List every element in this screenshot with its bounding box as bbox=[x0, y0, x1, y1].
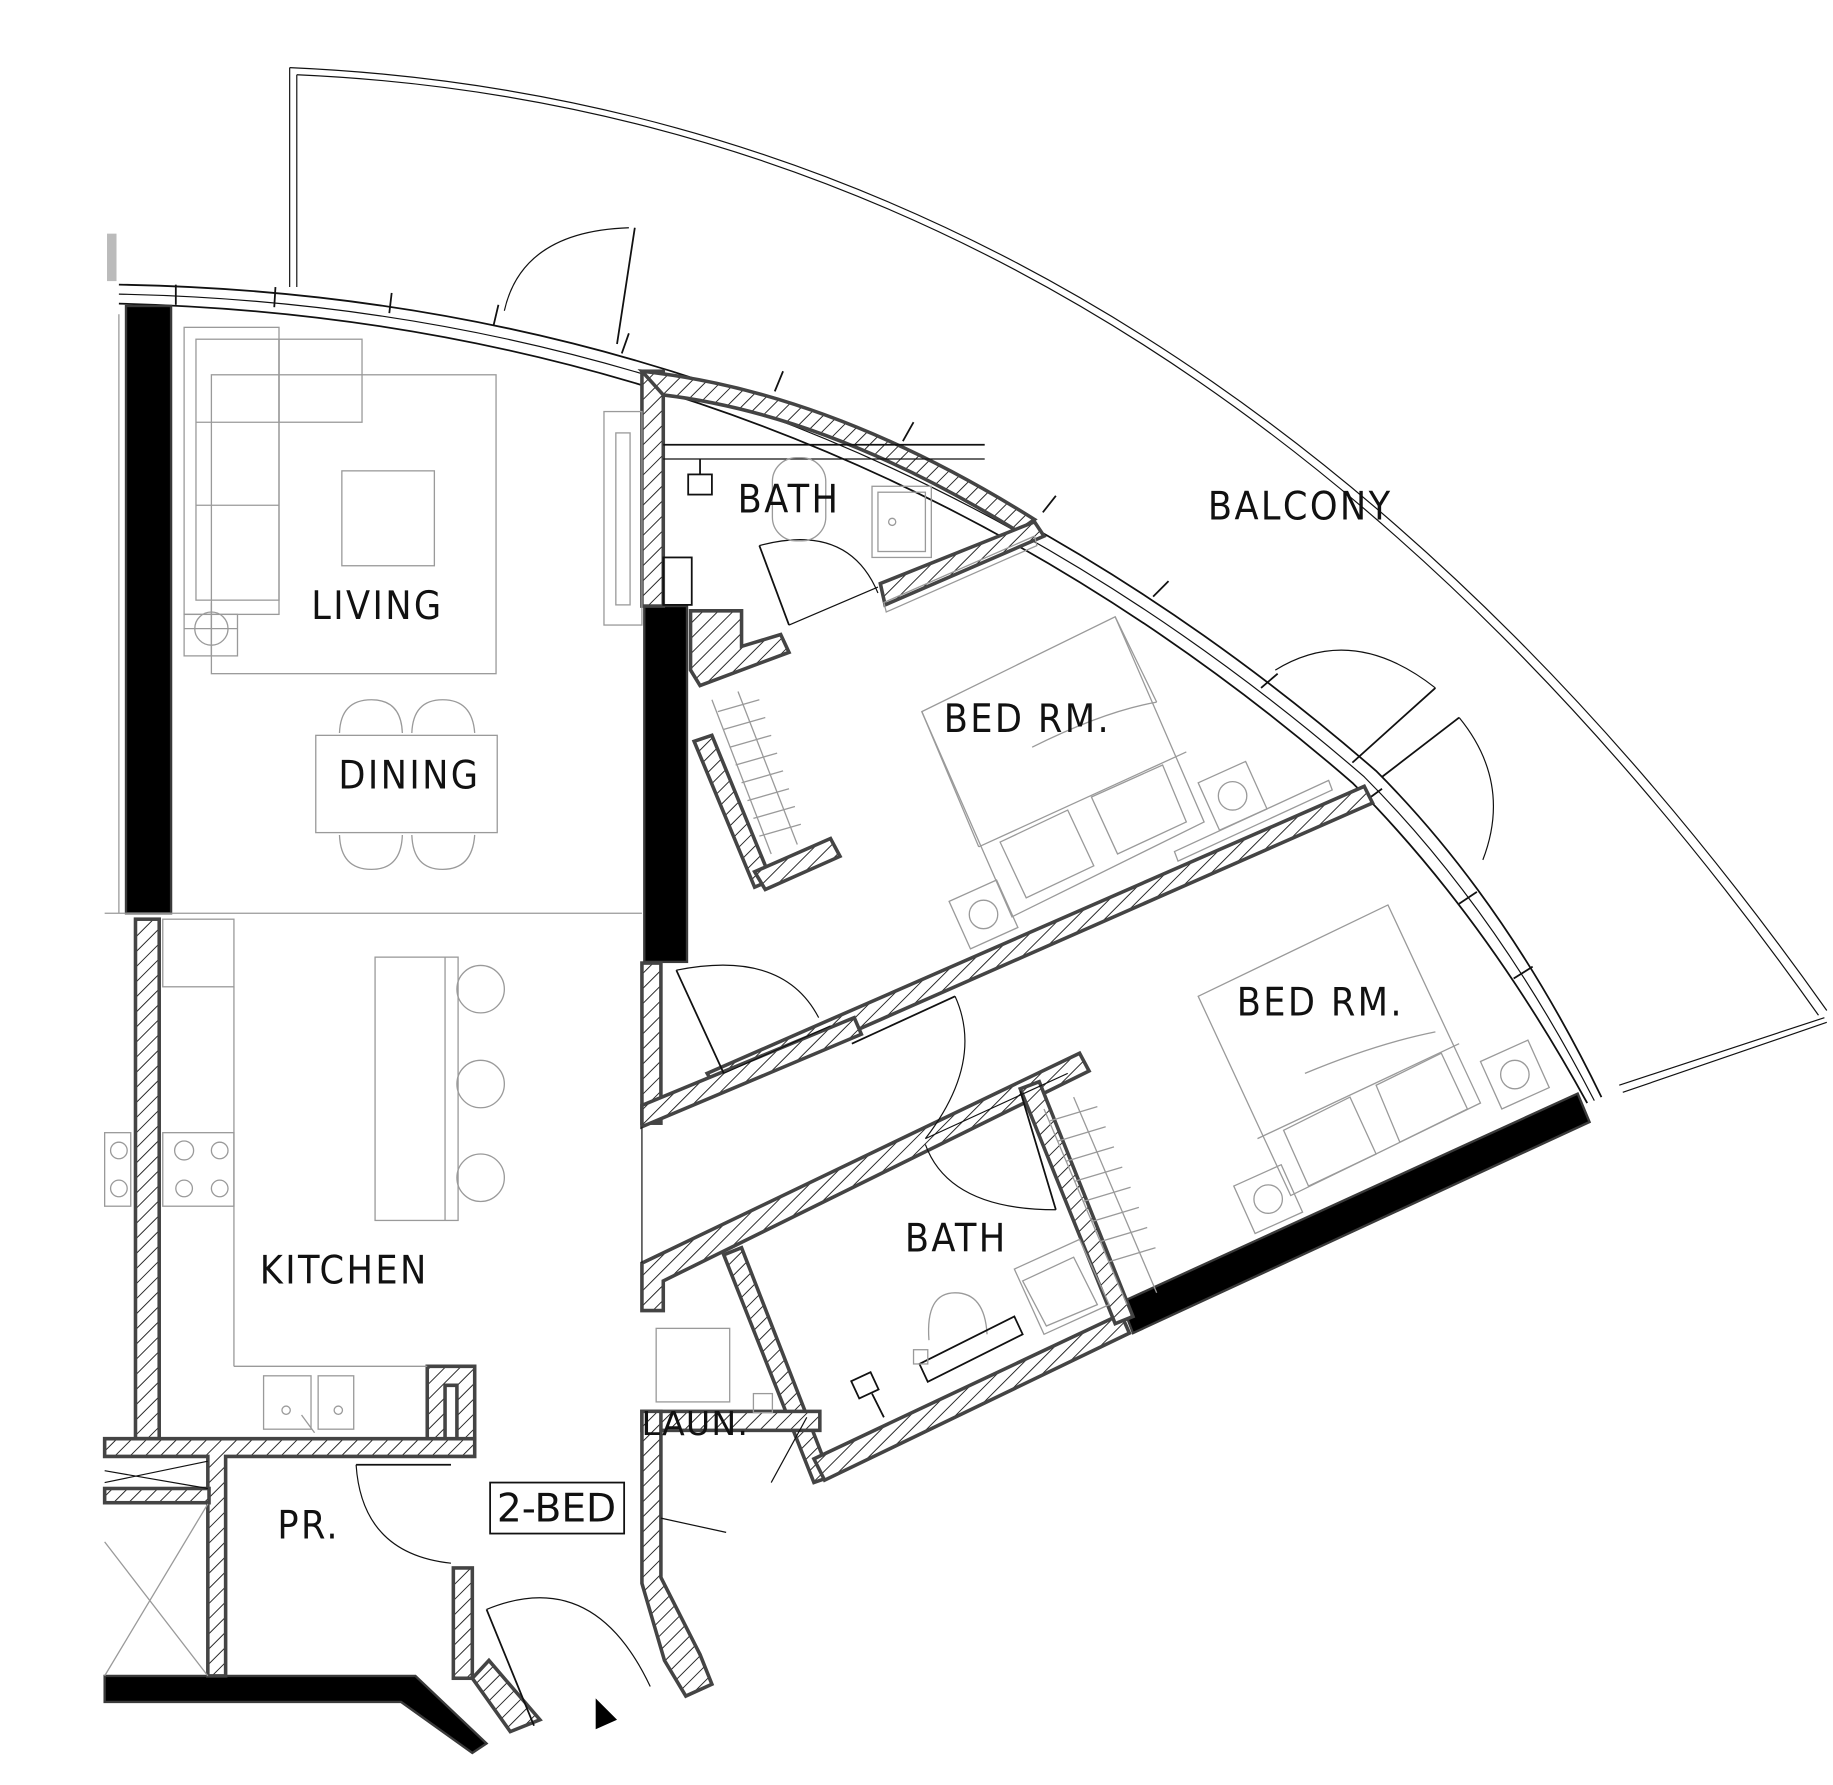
room-label-laundry: LAUN. bbox=[642, 1404, 750, 1443]
kitchen-island bbox=[374, 956, 506, 1222]
interior-lines bbox=[104, 912, 808, 1533]
entry-triangle-icon bbox=[595, 1698, 618, 1730]
door-entry[interactable] bbox=[485, 1597, 651, 1727]
door-balcony-living[interactable] bbox=[503, 227, 636, 345]
central-solid-wall bbox=[643, 604, 689, 964]
room-label-bath-2: BATH bbox=[905, 1216, 1008, 1261]
west-solid-wall bbox=[124, 304, 173, 915]
room-label-kitchen: KITCHEN bbox=[260, 1248, 429, 1293]
bath-2-fixtures bbox=[850, 1238, 1111, 1418]
dining-table bbox=[315, 734, 498, 834]
wardrobe-cabinet bbox=[603, 410, 643, 626]
room-label-bedroom-2: BED RM. bbox=[1237, 980, 1404, 1025]
door-bath-2[interactable] bbox=[924, 1090, 1057, 1211]
doors bbox=[355, 227, 1494, 1727]
room-label-bedroom-1: BED RM. bbox=[944, 697, 1111, 742]
bottom-solid-wall bbox=[103, 1674, 489, 1755]
room-label-balcony: BALCONY bbox=[1208, 484, 1393, 529]
curved-facade-glazing bbox=[118, 283, 1603, 1104]
fridge bbox=[162, 918, 235, 988]
chair bbox=[411, 699, 476, 734]
bedroom-1-shelf bbox=[883, 535, 1038, 613]
unit-type-tag: 2-BED bbox=[489, 1481, 626, 1535]
laundry-fixture bbox=[752, 1392, 774, 1414]
bath-1-fixtures bbox=[662, 443, 985, 606]
chair bbox=[411, 834, 476, 871]
door-bath-1[interactable] bbox=[758, 539, 879, 626]
coffee-table bbox=[341, 470, 436, 567]
door-bedroom-2[interactable] bbox=[851, 995, 1068, 1140]
edge-marker bbox=[107, 233, 117, 282]
hatched-walls bbox=[102, 368, 1375, 1734]
bedroom-2-wardrobe bbox=[1043, 1096, 1158, 1305]
room-labels: LIVING DINING KITCHEN BATH BED RM. BALCO… bbox=[260, 477, 1404, 1548]
room-label-dining: DINING bbox=[338, 754, 480, 799]
door-balcony-bedroom-2[interactable] bbox=[1381, 716, 1494, 861]
sofa bbox=[183, 326, 363, 616]
solid-walls bbox=[103, 233, 1592, 1755]
side-table bbox=[183, 602, 239, 657]
door-bedroom-1[interactable] bbox=[675, 964, 831, 1074]
room-label-living: LIVING bbox=[311, 584, 443, 629]
room-label-powder-room: PR. bbox=[277, 1503, 340, 1548]
kitchen-sink bbox=[262, 1375, 355, 1434]
balcony-outline bbox=[289, 67, 1828, 1093]
bedroom-1-bed bbox=[920, 615, 1205, 918]
furniture bbox=[103, 314, 1551, 1677]
chair bbox=[338, 834, 404, 871]
washer bbox=[655, 1327, 731, 1403]
unit-type-label: 2-BED bbox=[497, 1487, 616, 1532]
living-rug bbox=[210, 374, 497, 675]
bedroom-2-nightstands bbox=[1232, 1039, 1551, 1235]
door-balcony-bedroom-1[interactable] bbox=[1274, 649, 1436, 764]
cooktop bbox=[103, 1132, 235, 1207]
door-powder-room[interactable] bbox=[355, 1463, 452, 1564]
bedroom-1-wardrobe bbox=[711, 691, 802, 855]
chair bbox=[338, 699, 404, 734]
bath-1-vanity-sink bbox=[871, 485, 932, 559]
bedroom-2-bed bbox=[1197, 904, 1482, 1197]
bedroom-2-shelf bbox=[1173, 779, 1334, 862]
room-label-bath-1: BATH bbox=[738, 477, 841, 522]
shaft bbox=[104, 1460, 209, 1677]
south-solid-wall bbox=[1119, 1091, 1592, 1335]
